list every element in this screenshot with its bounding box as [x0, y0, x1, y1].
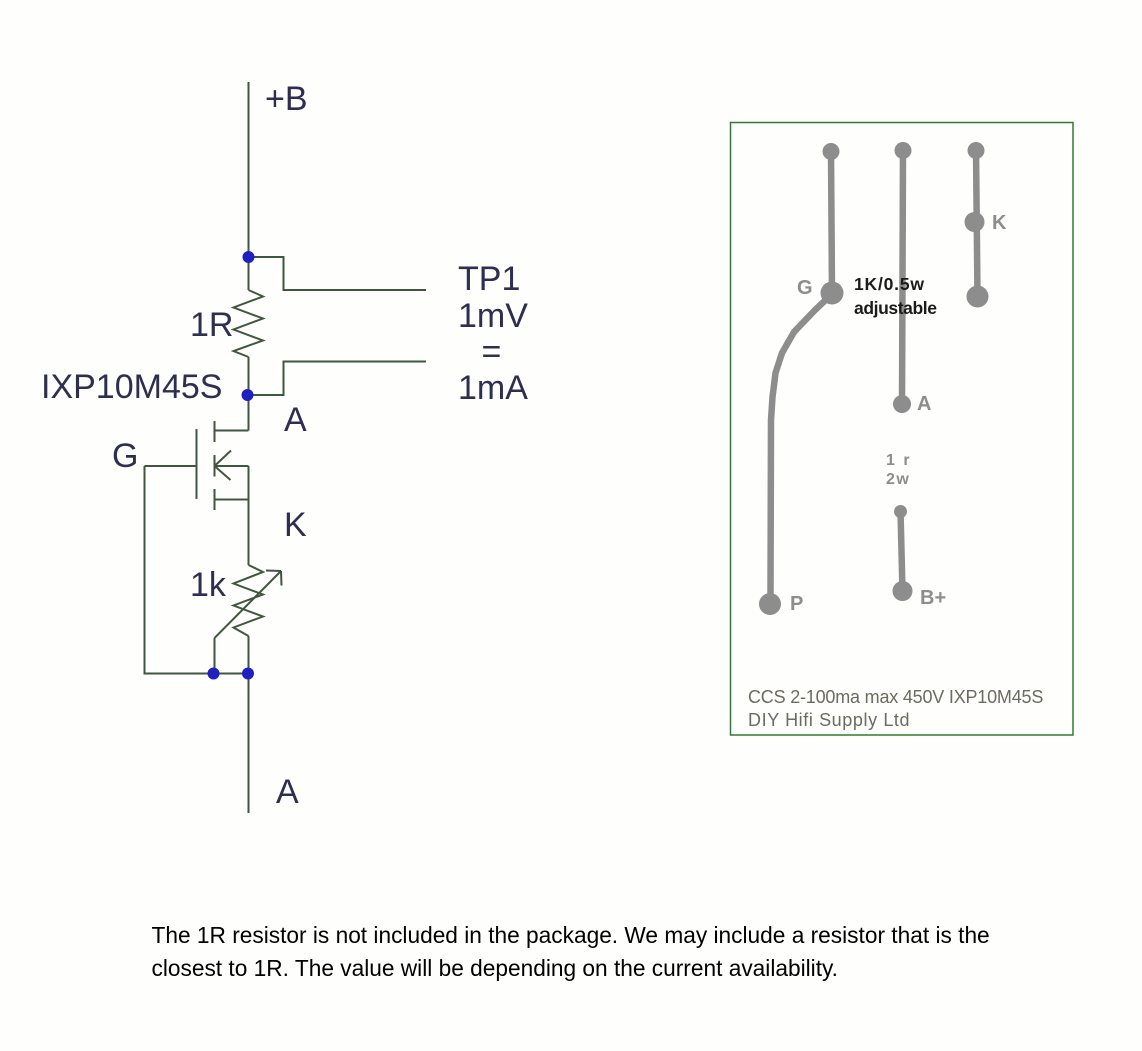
- svg-text:A: A: [284, 401, 307, 439]
- svg-text:G: G: [797, 277, 813, 299]
- svg-text:K: K: [284, 506, 307, 544]
- svg-text:TP1: TP1: [458, 260, 520, 298]
- svg-text:1k: 1k: [190, 566, 227, 604]
- svg-text:P: P: [790, 593, 803, 615]
- svg-text:The 1R resistor is not include: The 1R resistor is not included in the p…: [152, 922, 990, 948]
- svg-text:+B: +B: [265, 80, 308, 118]
- svg-text:CCS 2-100ma max 450V IXP10M45S: CCS 2-100ma max 450V IXP10M45S: [748, 687, 1043, 707]
- svg-text:DIY Hifi Supply Ltd: DIY Hifi Supply Ltd: [748, 710, 910, 730]
- svg-text:1K/0.5w: 1K/0.5w: [854, 274, 925, 294]
- svg-text:G: G: [112, 437, 138, 475]
- svg-text:adjustable: adjustable: [854, 298, 937, 318]
- svg-text:1mA: 1mA: [458, 369, 528, 407]
- svg-text:1R: 1R: [190, 306, 233, 344]
- svg-text:B+: B+: [920, 587, 946, 609]
- svg-text:A: A: [917, 393, 931, 415]
- svg-text:IXP10M45S: IXP10M45S: [41, 368, 222, 406]
- svg-text:1mV: 1mV: [458, 297, 528, 335]
- svg-text:1 r: 1 r: [886, 452, 912, 469]
- svg-text:K: K: [992, 212, 1007, 234]
- svg-text:2w: 2w: [886, 471, 910, 488]
- svg-text:=: =: [482, 333, 502, 371]
- svg-text:closest to 1R. The value will: closest to 1R. The value will be dependi…: [152, 955, 838, 981]
- svg-text:A: A: [276, 773, 299, 811]
